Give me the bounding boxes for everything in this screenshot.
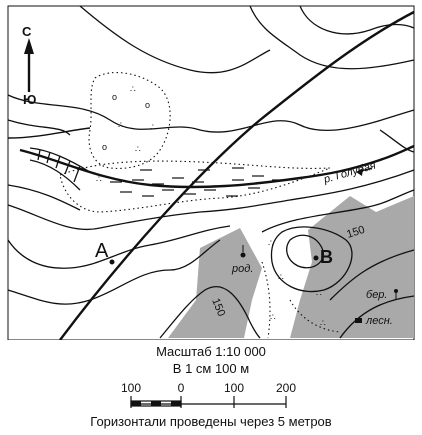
dotted-boundaries	[59, 72, 341, 339]
scale-tick-label: 0	[178, 381, 185, 395]
contour-line	[299, 5, 415, 35]
field-boundary	[261, 261, 271, 339]
shrub-symbol: ∴	[118, 120, 124, 130]
shrub-symbol: ∴	[278, 272, 284, 282]
forest-area-left	[168, 228, 262, 338]
contour-line	[339, 295, 415, 339]
bank-label: бер.	[366, 289, 387, 301]
roads	[7, 10, 415, 340]
map-legend: Масштаб 1:10 000 В 1 см 100 м 100 0 100 …	[0, 340, 422, 435]
contour-line	[379, 129, 415, 153]
contour-interval-note: Горизонтали проведены через 5 метров	[90, 414, 332, 429]
scale-bar: 100 0 100 200	[121, 381, 296, 408]
contour-line	[261, 189, 415, 233]
north-arrow: С Ю	[22, 24, 36, 107]
shrub-symbol: ∴	[320, 318, 326, 328]
contour-line	[7, 225, 231, 269]
shrub-symbol: o	[112, 92, 117, 102]
forest-area-right	[290, 196, 414, 338]
contour-hill	[270, 226, 353, 293]
south-label: Ю	[23, 92, 36, 107]
shrub-symbol: ∴	[135, 144, 141, 154]
shrub-symbol: ∴	[150, 122, 156, 132]
field-boundary	[289, 299, 341, 333]
contour-line	[7, 94, 415, 133]
scale-tick-label: 200	[276, 381, 296, 395]
contour-line	[329, 249, 415, 301]
shrub-symbol: ∴	[270, 312, 276, 322]
forest-label: лесн.	[365, 315, 393, 327]
river-flow-arrowhead	[356, 168, 363, 176]
contour-line	[249, 5, 415, 70]
spring-marker	[240, 252, 246, 258]
contour-line	[79, 5, 271, 74]
point-a-marker	[109, 259, 115, 265]
forest-areas	[168, 196, 414, 338]
shrub-symbol: o	[102, 142, 107, 152]
contour-line	[7, 239, 221, 305]
shrub-symbol: ∴	[96, 174, 102, 184]
highway-road	[59, 10, 415, 340]
scale-tick-label: 100	[224, 381, 244, 395]
contour-line	[7, 184, 81, 211]
shrub-symbol: ∴	[130, 84, 136, 94]
shrub-symbol: ∴	[268, 238, 274, 248]
scale-title: Масштаб 1:10 000	[156, 344, 266, 359]
contour-hill-top	[286, 234, 324, 269]
contour-150-label-right: 150	[345, 224, 366, 241]
shrub-symbol: o	[145, 100, 150, 110]
swamp-boundary	[59, 160, 331, 213]
contour-line	[7, 119, 71, 136]
forestry-icon	[355, 318, 362, 323]
north-arrow-icon	[24, 38, 34, 54]
contour-line	[7, 169, 415, 231]
birch-icon	[394, 289, 398, 293]
point-b-label: B	[320, 247, 333, 267]
point-a-label: A	[95, 240, 109, 262]
scale-tick-label: 100	[121, 381, 141, 395]
point-b-marker	[313, 255, 319, 261]
topographic-map: o ∴ o ∴ ∴ o ∴ ∴ ∴ ∴ ∴ ∴ ∴	[7, 5, 415, 340]
contour-line-150	[159, 286, 261, 339]
shrub-symbol: ∴	[316, 288, 322, 298]
spring-label: род.	[231, 263, 253, 275]
vegetation-symbols: o ∴ o ∴ ∴ o ∴ ∴ ∴ ∴ ∴ ∴ ∴	[96, 84, 326, 328]
contour-lines	[7, 5, 415, 339]
river-goluboy	[19, 144, 415, 189]
north-label: С	[22, 24, 32, 39]
dirt-road	[7, 127, 91, 139]
scale-text: В 1 см 100 м	[172, 361, 250, 376]
